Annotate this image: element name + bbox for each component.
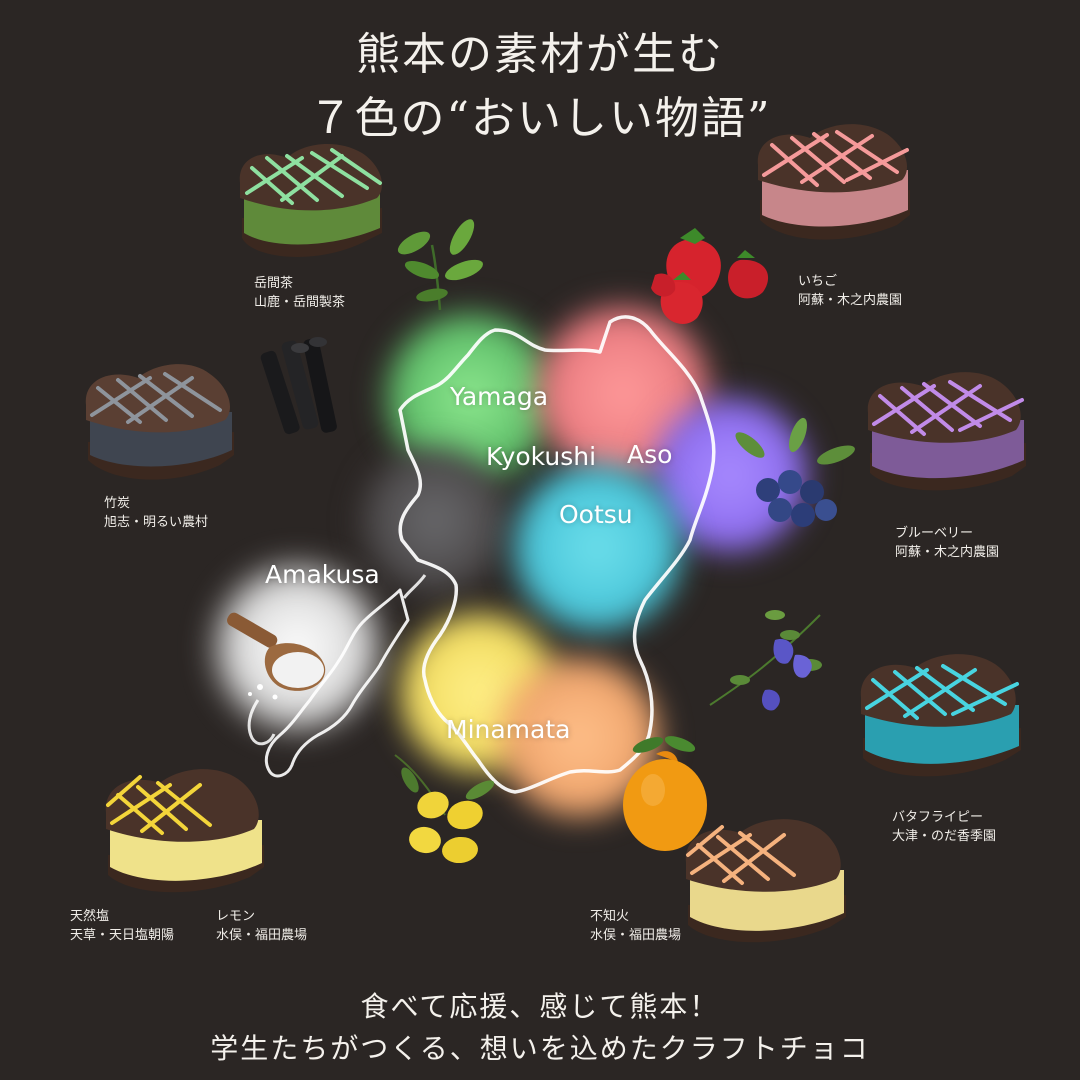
region-label-kyokushi: Kyokushi	[486, 442, 597, 471]
product-origin: 水俣・福田農場	[216, 928, 308, 943]
region-label-minamata: Minamata	[446, 715, 571, 744]
caption-shiranui: 不知火 水俣・福田農場	[590, 907, 681, 945]
product-name: バタフライピー	[892, 810, 984, 825]
choco-lemon	[105, 769, 264, 893]
choco-shiranui	[685, 819, 846, 943]
choco-green-tea	[239, 143, 382, 257]
product-name: 岳間茶	[254, 276, 294, 291]
product-origin: 山鹿・岳間製茶	[254, 295, 346, 310]
caption-blueberry: ブルーベリー 阿蘇・木之内農園	[895, 524, 999, 562]
shiranui-orange-icon	[623, 736, 707, 851]
strawberry-icon	[651, 228, 769, 324]
product-name: ブルーベリー	[895, 526, 974, 541]
headline-line-1: 熊本の素材が生む	[356, 29, 724, 80]
region-label-aso: Aso	[627, 440, 673, 469]
product-name: レモン	[216, 909, 256, 924]
choco-strawberry	[757, 124, 910, 240]
glow-gray	[355, 440, 515, 600]
product-origin: 水俣・福田農場	[590, 928, 682, 943]
butterfly-pea-flower-icon	[709, 610, 822, 711]
region-label-amakusa: Amakusa	[265, 560, 380, 589]
product-origin: 天草・天日塩朝陽	[70, 928, 175, 943]
caption-bamboo-charcoal: 竹炭 旭志・明るい農村	[104, 494, 208, 532]
product-name: 不知火	[590, 909, 630, 924]
lemon-icon	[394, 754, 495, 864]
caption-green-tea: 岳間茶 山鹿・岳間製茶	[254, 274, 345, 312]
product-origin: 阿蘇・木之内農園	[895, 545, 1000, 560]
glow-cyan	[505, 455, 690, 640]
choco-blueberry	[867, 372, 1026, 491]
blueberry-icon	[735, 417, 855, 527]
choco-bamboo-charcoal	[85, 364, 234, 480]
salt-scoop-icon	[227, 612, 326, 700]
caption-natural-salt: 天然塩 天草・天日塩朝陽	[70, 907, 174, 945]
bamboo-charcoal-icon	[260, 337, 337, 435]
product-name: 天然塩	[70, 909, 110, 924]
headline-line-2: ７色の“おいしい物語”	[308, 93, 772, 144]
tea-leaves-icon	[397, 219, 483, 311]
caption-lemon: レモン 水俣・福田農場	[216, 907, 307, 945]
choco-butterfly-pea	[860, 654, 1021, 777]
caption-strawberry: いちご 阿蘇・木之内農園	[798, 272, 902, 310]
region-label-yamaga: Yamaga	[450, 382, 549, 411]
footer-line-2: 学生たちがつくる、想いを込めたクラフトチョコ	[210, 1032, 870, 1065]
footer-line-1: 食べて応援、感じて熊本！	[360, 990, 720, 1023]
product-origin: 大津・のだ香季園	[892, 829, 997, 844]
product-name: いちご	[798, 274, 838, 289]
region-label-ootsu: Ootsu	[559, 500, 633, 529]
caption-butterfly-pea: バタフライピー 大津・のだ香季園	[892, 808, 996, 846]
product-origin: 阿蘇・木之内農園	[798, 293, 903, 308]
product-name: 竹炭	[104, 496, 131, 511]
product-origin: 旭志・明るい農村	[104, 515, 209, 530]
